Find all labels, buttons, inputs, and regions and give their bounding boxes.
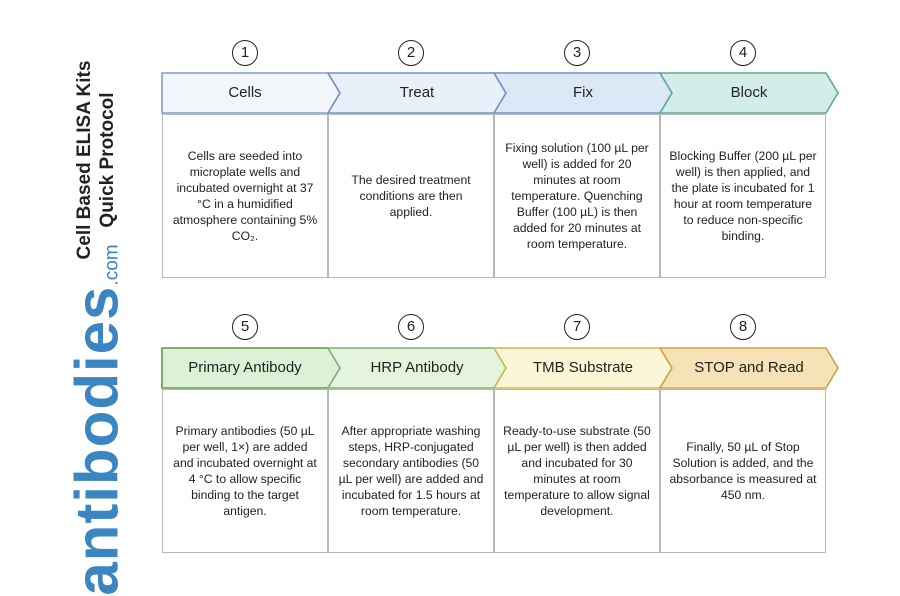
step-number-4: 4: [730, 40, 756, 66]
step-number-3: 3: [564, 40, 590, 66]
step-label-6: HRP Antibody: [370, 359, 464, 376]
step-arrow-4: [658, 72, 839, 114]
step-description-6: After appropriate washing steps, HRP-con…: [338, 424, 484, 518]
step-number-1: 1: [232, 40, 258, 66]
step-description-7: Ready-to-use substrate (50 µL per well) …: [503, 424, 651, 518]
step-description-8: Finally, 50 µL of Stop Solution is added…: [669, 440, 817, 502]
step-label-8: STOP and Read: [694, 359, 804, 376]
step-description-box-8: Finally, 50 µL of Stop Solution is added…: [660, 389, 826, 553]
step-number-8: 8: [730, 314, 756, 340]
step-description-box-7: Ready-to-use substrate (50 µL per well) …: [494, 389, 660, 553]
step-number-5: 5: [232, 314, 258, 340]
step-description-3: Fixing solution (100 µL per well) is add…: [505, 141, 649, 251]
step-arrow-8: [658, 347, 839, 389]
step-label-5: Primary Antibody: [188, 359, 302, 376]
step-description-box-1: Cells are seeded into microplate wells a…: [162, 114, 328, 278]
step-number-6: 6: [398, 314, 424, 340]
step-description-4: Blocking Buffer (200 µL per well) is the…: [669, 149, 817, 243]
step-description-box-6: After appropriate washing steps, HRP-con…: [328, 389, 494, 553]
step-label-2: Treat: [399, 84, 435, 101]
step-description-5: Primary antibodies (50 µL per well, 1×) …: [173, 424, 317, 518]
step-description-box-4: Blocking Buffer (200 µL per well) is the…: [660, 114, 826, 278]
step-label-4: Block: [730, 84, 768, 101]
step-description-box-3: Fixing solution (100 µL per well) is add…: [494, 114, 660, 278]
step-label-3: Fix: [573, 84, 593, 101]
step-description-2: The desired treatment conditions are the…: [351, 173, 471, 219]
step-label-7: TMB Substrate: [532, 359, 634, 376]
step-number-7: 7: [564, 314, 590, 340]
step-description-box-5: Primary antibodies (50 µL per well, 1×) …: [162, 389, 328, 553]
step-description-box-2: The desired treatment conditions are the…: [328, 114, 494, 278]
step-number-2: 2: [398, 40, 424, 66]
step-label-1: Cells: [228, 84, 262, 101]
step-description-1: Cells are seeded into microplate wells a…: [172, 149, 318, 243]
